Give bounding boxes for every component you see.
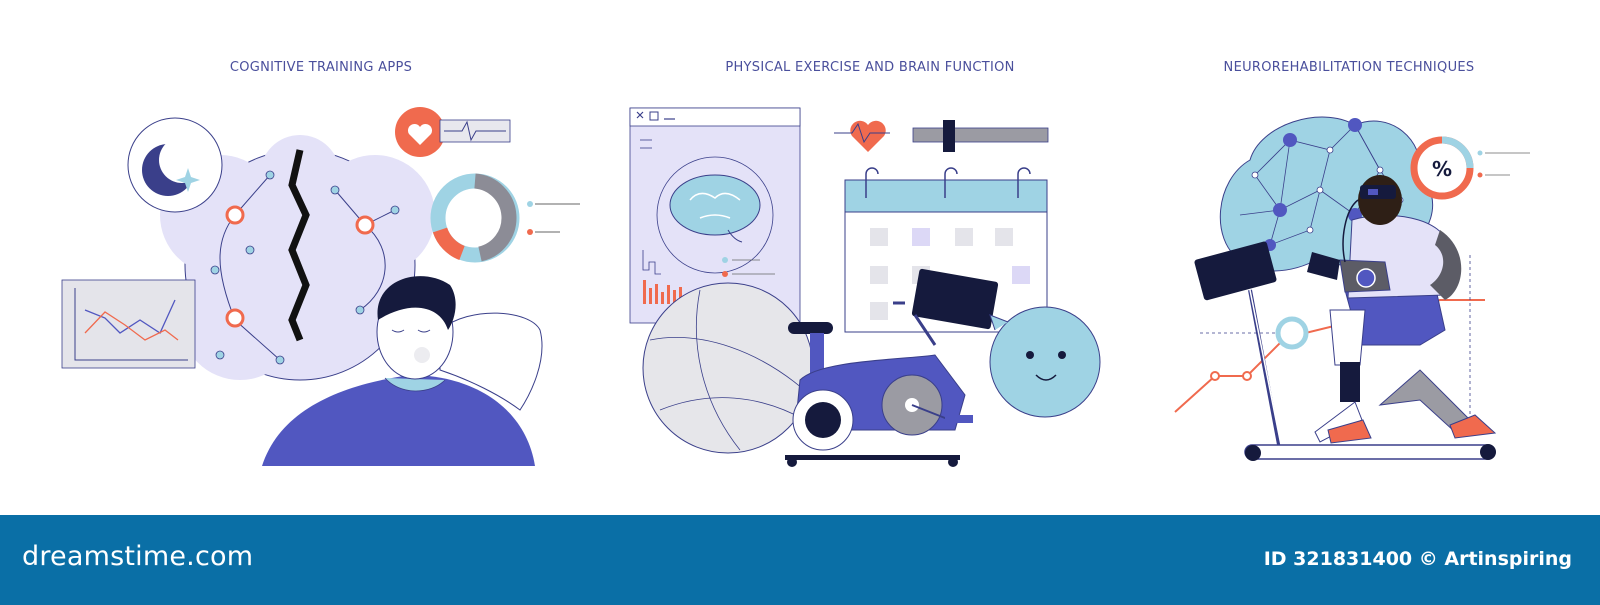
slider-icon [912,120,1049,152]
heart-icon [395,107,511,157]
panel-cognitive-training [61,107,580,466]
illustration-canvas: % [61,107,1530,467]
panel-neurorehabilitation: % [1174,116,1530,461]
heart-icon [834,120,890,152]
watermark-footer: dreamstime.com ID 321831400 © Artinspiri… [0,515,1600,605]
panel-physical-exercise [629,107,1101,467]
treadmill [1194,241,1496,461]
image-credit: ID 321831400 © Artinspiring [1263,548,1572,570]
brain-network [160,135,435,381]
percent-label: % [1432,157,1452,181]
smiley-bubble-icon [989,306,1101,418]
progress-graph [1174,255,1485,420]
donut-chart-icon [430,173,580,263]
panel-title-cognitive: COGNITIVE TRAINING APPS [229,60,413,75]
percent-badge-icon: % [1410,136,1530,200]
exercise-bike [785,268,999,467]
brand-logo: dreamstime.com [22,541,254,572]
sleeping-man [262,276,535,466]
panel-title-neurorehab: NEUROREHABILITATION TECHNIQUES [1223,60,1475,75]
calendar-icon [844,167,1048,333]
exercise-ball [642,282,814,454]
pillow [439,312,543,411]
panel-title-exercise: PHYSICAL EXERCISE AND BRAIN FUNCTION [725,60,1015,75]
line-chart-icon [61,279,196,369]
runner-with-vr-headset [1307,175,1497,444]
moon-icon [127,117,223,213]
